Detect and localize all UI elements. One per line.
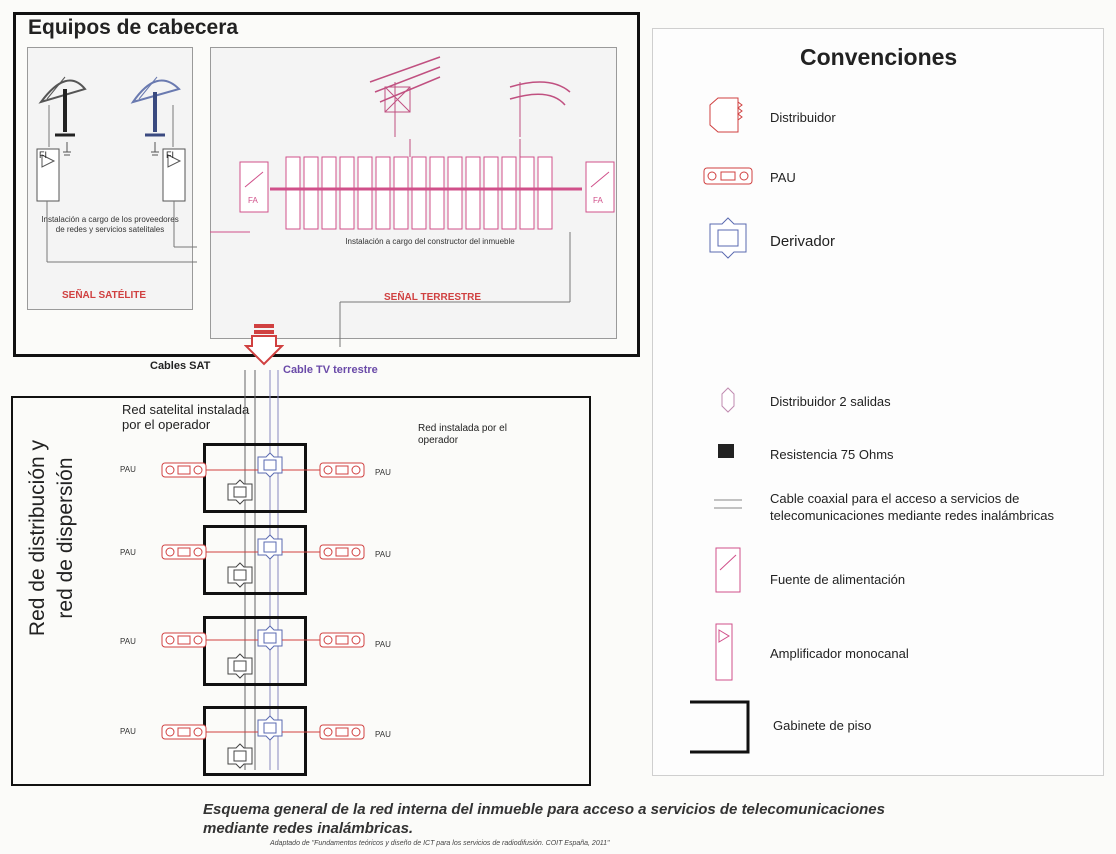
satellite-diagram xyxy=(36,76,197,263)
power-supply-icon xyxy=(585,161,615,213)
tap-icon xyxy=(257,534,283,560)
floor-devices xyxy=(161,452,365,769)
tap-icon xyxy=(709,217,747,259)
pau-label: PAU xyxy=(120,465,136,474)
satellite-signal-label: SEÑAL SATÉLITE xyxy=(62,290,147,301)
tap-icon xyxy=(257,452,283,478)
sat-cables-label: Cables SAT xyxy=(150,360,211,372)
conventions-title: Convenciones xyxy=(800,44,958,70)
pau-label: PAU xyxy=(375,640,391,649)
tap-icon xyxy=(227,743,253,769)
pau-label: PAU xyxy=(375,468,391,477)
figure-caption: Esquema general de la red interna del in… xyxy=(203,801,885,837)
fi-label: FI xyxy=(39,150,47,160)
fa-label: FA xyxy=(593,196,603,205)
convention-label: Resistencia 75 Ohms xyxy=(770,447,894,462)
pau-icon xyxy=(703,167,753,185)
floor-cabinet xyxy=(203,706,307,776)
tap-icon xyxy=(257,715,283,741)
floor-cabinet xyxy=(203,525,307,595)
headend-frame xyxy=(13,12,640,357)
satellite-dish-icon xyxy=(38,76,87,137)
terrestrial-diagram xyxy=(210,56,615,347)
figure-credit: Adaptado de "Fundamentos teóricos y dise… xyxy=(270,840,610,847)
pau-icon xyxy=(161,544,207,560)
tap-icon xyxy=(227,479,253,505)
pau-icon xyxy=(319,724,365,740)
floor-cabinet-icon xyxy=(690,700,750,754)
pau-label: PAU xyxy=(375,550,391,559)
tap-icon xyxy=(227,653,253,679)
floor-cabinet xyxy=(203,616,307,686)
tap-icon xyxy=(257,625,283,651)
satellite-install-note: Instalación a cargo de los proveedores d… xyxy=(41,215,179,234)
terrestrial-install-note: Instalación a cargo del constructor del … xyxy=(345,237,515,246)
floor-cabinet xyxy=(203,443,307,513)
pau-icon xyxy=(161,724,207,740)
distribution-frame xyxy=(11,396,591,786)
coax-cable-icon xyxy=(714,499,742,509)
pau-label: PAU xyxy=(120,637,136,646)
tap-icon xyxy=(227,562,253,588)
convention-label: Fuente de alimentación xyxy=(770,572,906,587)
terrestrial-antenna-icon xyxy=(369,56,441,137)
convention-label: Cable coaxial para el acceso a servicios… xyxy=(770,491,1054,523)
conventions-icons xyxy=(690,97,753,754)
pau-icon xyxy=(319,632,365,648)
down-arrow-icon xyxy=(244,324,284,366)
convention-label: Derivador xyxy=(770,233,836,250)
splitter-2-icon xyxy=(721,387,735,413)
fi-label: FI xyxy=(166,150,174,160)
amplifier-icon xyxy=(715,623,733,681)
pau-icon xyxy=(161,632,207,648)
pau-icon xyxy=(319,462,365,478)
terrestrial-signal-label: SEÑAL TERRESTRE xyxy=(384,292,482,303)
riser-cables xyxy=(244,370,279,770)
operator-network-label: Red instalada por el operador xyxy=(418,423,507,446)
convention-label: Distribuidor xyxy=(770,110,836,125)
power-supply-icon xyxy=(239,161,269,213)
satellite-dish-icon xyxy=(130,76,181,137)
pau-icon xyxy=(319,544,365,560)
pau-icon xyxy=(161,462,207,478)
power-supply-icon xyxy=(715,547,741,593)
fa-label: FA xyxy=(248,196,258,205)
convention-label: Amplificador monocanal xyxy=(770,646,909,661)
headend-title: Equipos de cabecera xyxy=(28,16,239,39)
pau-label: PAU xyxy=(120,727,136,736)
convention-label: Gabinete de piso xyxy=(773,718,872,733)
pau-label: PAU xyxy=(375,730,391,739)
convention-label: PAU xyxy=(770,170,796,185)
tv-cable-label: Cable TV terrestre xyxy=(283,364,378,376)
pau-label: PAU xyxy=(120,548,136,557)
convention-label: Distribuidor 2 salidas xyxy=(770,394,891,409)
resistor-icon xyxy=(718,444,734,458)
terrestrial-antenna-icon xyxy=(509,81,571,137)
distributor-icon xyxy=(709,97,743,133)
satellite-network-label: Red satelital instalada por el operador xyxy=(122,402,250,432)
